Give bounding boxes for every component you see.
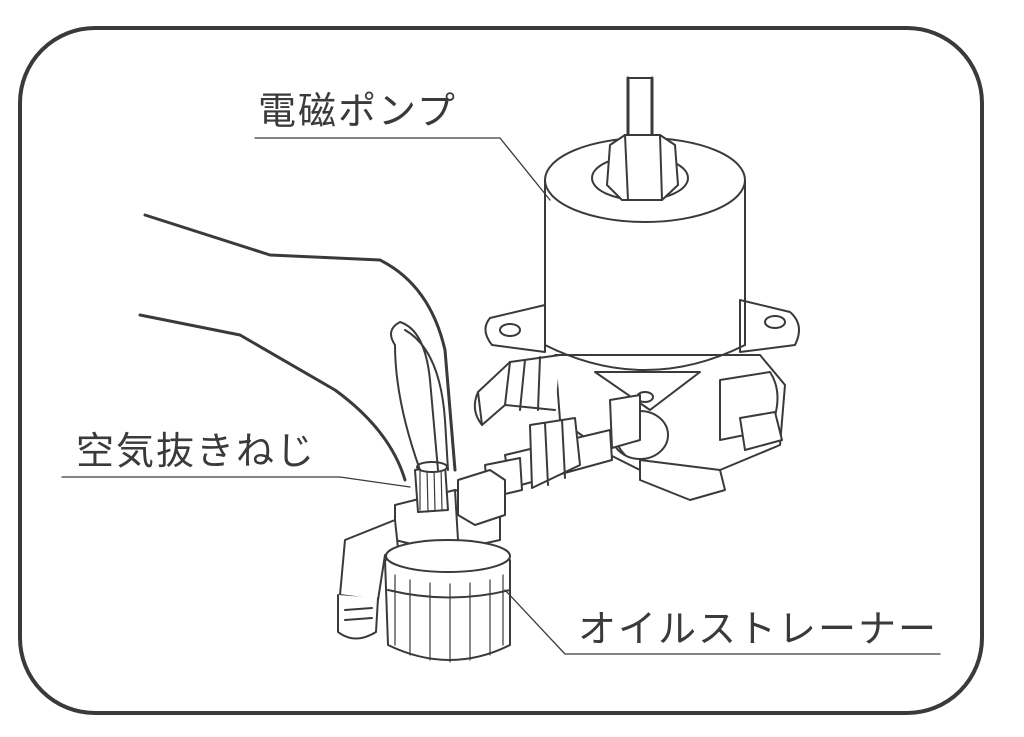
pump-leader	[254, 137, 551, 201]
leader-lines	[61, 137, 941, 655]
oil-strainer-leader	[504, 589, 941, 655]
air-bleed-screw-label: 空気抜きねじ	[76, 429, 317, 473]
hand	[138, 213, 457, 482]
pipe-fittings	[473, 354, 641, 499]
oil-strainer-label: オイルストレーナー	[578, 607, 939, 651]
diagram-frame	[18, 26, 984, 715]
air-bleed-screw-leader	[61, 476, 411, 488]
strainer-assembly	[337, 461, 511, 663]
pump-label: 電磁ポンプ	[258, 89, 457, 133]
